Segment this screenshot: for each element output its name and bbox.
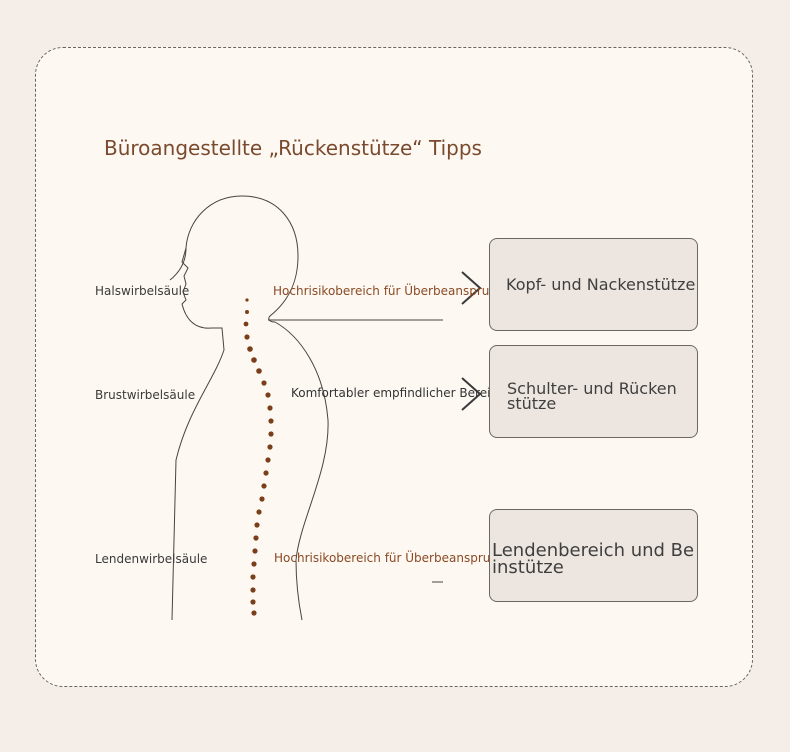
tip-label-lumbar-line1: Lendenbereich und Be bbox=[492, 540, 695, 561]
spine-dot bbox=[256, 509, 262, 515]
spine-dot bbox=[251, 610, 257, 616]
spine-dot bbox=[268, 431, 274, 437]
back-outline bbox=[274, 321, 329, 621]
spine-dot bbox=[261, 380, 267, 386]
note-thoracic: Komfortabler empfindlicher Bereich bbox=[291, 386, 505, 400]
tip-label-shoulder-line2: stütze bbox=[507, 394, 557, 413]
spine-dot bbox=[243, 321, 249, 327]
tip-label-neck: Kopf- und Nackenstütze bbox=[506, 275, 696, 294]
spine-dot bbox=[245, 298, 249, 302]
spine-dot bbox=[247, 346, 253, 352]
tip-label-shoulder-line1: Schulter- und Rücken bbox=[507, 379, 677, 398]
head-outline bbox=[169, 195, 299, 323]
diagram-title: Büroangestellte „Rückenstütze“ Tipps bbox=[104, 136, 482, 160]
spine-dot bbox=[263, 470, 269, 476]
spine-dot bbox=[250, 587, 256, 593]
spine-dot bbox=[245, 310, 249, 314]
tip-label-lumbar-line2: instütze bbox=[492, 557, 564, 578]
spine-dot bbox=[261, 483, 267, 489]
spine-dot bbox=[265, 392, 271, 398]
region-label-thoracic: Brustwirbelsäule bbox=[95, 388, 196, 402]
face-outline bbox=[171, 247, 225, 621]
chevron-right-icon bbox=[461, 377, 482, 411]
spine-dot bbox=[256, 368, 262, 374]
spine-dot bbox=[268, 418, 274, 424]
spine-dots bbox=[243, 298, 274, 616]
spine-dot bbox=[267, 405, 273, 411]
spine-dot bbox=[250, 574, 256, 580]
chevron-right-icon bbox=[461, 271, 482, 305]
spine-dot bbox=[252, 548, 258, 554]
spine-dot bbox=[259, 496, 265, 502]
note-lumbar: Hochrisikobereich für Überbeanspruchung bbox=[274, 551, 528, 565]
spine-dot bbox=[251, 561, 257, 567]
spine-dot bbox=[250, 599, 256, 605]
spine-dot bbox=[267, 444, 273, 450]
note-cervical: Hochrisikobereich für Überbeanspruchung bbox=[273, 284, 527, 298]
region-label-cervical: Halswirbelsäule bbox=[95, 284, 190, 298]
spine-dot bbox=[244, 334, 250, 340]
spine-dot bbox=[251, 357, 257, 363]
spine-dot bbox=[253, 535, 259, 541]
region-label-lumbar: Lendenwirbelsäule bbox=[95, 552, 208, 566]
spine-dot bbox=[265, 457, 271, 463]
tip-box-neck: Kopf- und Nackenstütze bbox=[489, 238, 698, 331]
spine-dot bbox=[254, 522, 260, 528]
